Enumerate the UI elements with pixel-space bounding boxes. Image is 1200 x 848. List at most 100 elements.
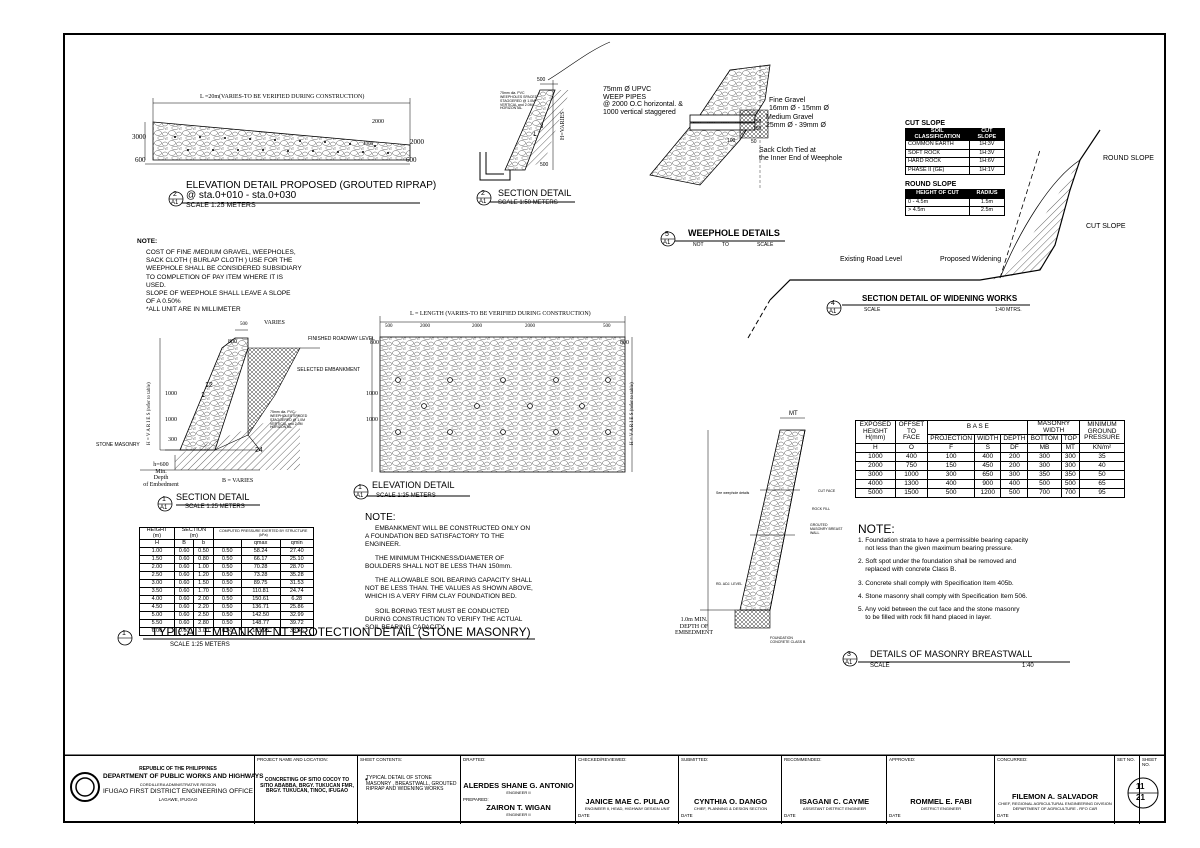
table-cell: 0.80	[193, 555, 214, 564]
dim-length-mid: L = LENGTH (VARIES-TO BE VERIFIED DURING…	[410, 311, 591, 317]
th-b: B	[173, 539, 195, 548]
notes-right: NOTE: 1. Foundation strata to have a per…	[858, 522, 1118, 622]
tb-recommended: RECOMMENDED: ISAGANI C. CAYME ASSISTANT …	[782, 756, 887, 824]
table-cell: 40	[1079, 461, 1125, 471]
dim-3: 3	[540, 124, 544, 130]
notes-top-head: NOTE:	[137, 238, 158, 245]
fine-gravel-2: 16mm Ø - 15mm Ø	[769, 104, 829, 112]
table-cell: 300	[927, 470, 976, 480]
widening-scale: SCALE	[864, 307, 881, 313]
table-cell: 3.50	[139, 587, 175, 596]
of-embedment: of Embedment	[143, 481, 179, 488]
table-cell: 300	[1027, 452, 1062, 462]
dim-100: 100	[727, 138, 736, 144]
table-cell: 4.50	[139, 603, 175, 612]
dim-mid-4: 500	[603, 324, 611, 329]
dim-500b: 500	[540, 162, 549, 168]
weep-pipes-4: 1000 vertical staggered	[603, 109, 676, 117]
table-cell: DF	[1000, 443, 1029, 453]
notes-top-line: *ALL UNIT ARE IN MILLIMETER	[146, 306, 241, 313]
set-label: SET NO.	[1117, 757, 1135, 762]
dim-length: L =20m(VARIES-TO BE VERIFIED DURING CONS…	[200, 94, 365, 100]
table-cell: 58.24	[240, 547, 281, 556]
table-cell: 1300	[894, 479, 929, 489]
table-cell: 0.50	[212, 587, 242, 596]
notes-mid-p1: EMBANKMENT WILL BE CONSTRUCTED ONLY ON A…	[365, 524, 531, 548]
table-cell: PHASE II (GE)	[905, 165, 970, 175]
foundation: FOUNDATION CONCRETE CLASS B	[770, 636, 806, 644]
table-cell: 350	[1027, 470, 1062, 480]
table-cell: 300	[1027, 461, 1062, 471]
bubble-num: 1	[122, 630, 126, 637]
date: DATE	[889, 813, 901, 818]
bubble-sheet: A1	[845, 660, 853, 666]
notes-top-line: OF A 0.50%	[146, 297, 181, 305]
title-block: REPUBLIC OF THE PHILIPPINES DEPARTMENT O…	[63, 755, 1166, 824]
table-cell: 2.5m	[969, 206, 1005, 216]
table-cell: 3.00	[193, 627, 214, 636]
prepared-label: PREPARED:	[463, 797, 489, 802]
table-cell: 136.71	[240, 603, 281, 612]
section-mid-title: SECTION DETAIL	[176, 492, 250, 502]
notes-top-line: TO COMPLETION OF PAY ITEM WHERE IT IS	[146, 273, 283, 281]
notes-top-line: USED.	[146, 281, 166, 289]
notes-top-line: WEEPHOLE SHALL BE CONSIDERED SUBSIDIARY	[146, 265, 302, 273]
weep-pipes-2: WEEP PIPES	[603, 93, 647, 101]
th-exposed: EXPOSED HEIGHT H(mm)	[855, 420, 896, 444]
elevation-mid-scale: SCALE 1:25 METERS	[376, 493, 436, 499]
table-cell: 6.28	[279, 595, 315, 604]
fine-gravel: Fine Gravel 16mm Ø - 15mm Ø	[769, 97, 829, 112]
dim-800b: 800	[620, 340, 629, 346]
weep-pipes: 75mm Ø UPVC WEEP PIPES @ 2000 O.C horizo…	[603, 86, 683, 117]
th-min: MINIMUM GROUND PRESSURE	[1079, 420, 1125, 444]
table-cell: 50	[1079, 470, 1125, 480]
th-section: SECTION (m)	[173, 527, 214, 540]
table-cell: 0.50	[212, 627, 242, 636]
base-table: EXPOSED HEIGHT H(mm) OFFSET TO FACE B A …	[855, 420, 1125, 498]
table-cell: 700	[1060, 488, 1081, 498]
table-cell: 300	[1000, 470, 1029, 480]
weep-pipes-3: @ 2000 O.C horizontal. &	[603, 101, 683, 109]
table-cell: S	[974, 443, 1002, 453]
table-cell: 0.60	[173, 579, 195, 588]
table-cell: 2.50	[139, 571, 175, 580]
breastwall-drawing	[700, 417, 806, 630]
table-header-cell: CUT SLOPE	[968, 128, 1006, 141]
bubble-sheet: A1	[160, 505, 168, 511]
table-cell: COMMON EARTH	[905, 140, 970, 150]
typical-scale: SCALE 1:25 METERS	[170, 642, 230, 648]
th-height: HEIGHT (m)	[139, 527, 175, 540]
table-cell: KN/m²	[1079, 443, 1125, 453]
dim-150b: 150	[753, 126, 762, 132]
finished-roadway: FINISHED ROADWAY LEVEL	[308, 336, 375, 342]
widening-scale-val: 1:40 MTRS.	[995, 307, 1022, 313]
weephole-title: WEEPHOLE DETAILS	[688, 228, 780, 238]
table-cell: 1H:3V	[968, 148, 1006, 158]
h-varies-elev: H = V A R I E S (refer to table)	[630, 382, 635, 445]
depth: Depth	[153, 475, 169, 482]
sack-cloth-1: Sack Cloth Tied at	[759, 147, 816, 154]
round-slope-label: ROUND SLOPE	[1103, 155, 1154, 162]
table-cell: 25.10	[279, 555, 315, 564]
section-top-title: SECTION DETAIL	[498, 188, 572, 198]
min-3: EMBEDMENT	[675, 630, 713, 637]
table-cell: 1H:6V	[968, 157, 1006, 167]
prepared-sub: ENGINEER II	[506, 812, 531, 817]
table-cell: 28.70	[279, 563, 315, 572]
notes-top: NOTE: COST OF FINE /MEDIUM GRAVEL, WEEPH…	[137, 238, 302, 314]
table-cell: 700	[1027, 488, 1062, 498]
weephole-drawing	[649, 64, 771, 190]
th-projection: PROJECTION	[927, 434, 976, 444]
h-varies-top: H=VARIES	[560, 111, 566, 140]
table-cell: 500	[1060, 479, 1081, 489]
round-slope-title: ROUND SLOPE	[905, 181, 957, 188]
